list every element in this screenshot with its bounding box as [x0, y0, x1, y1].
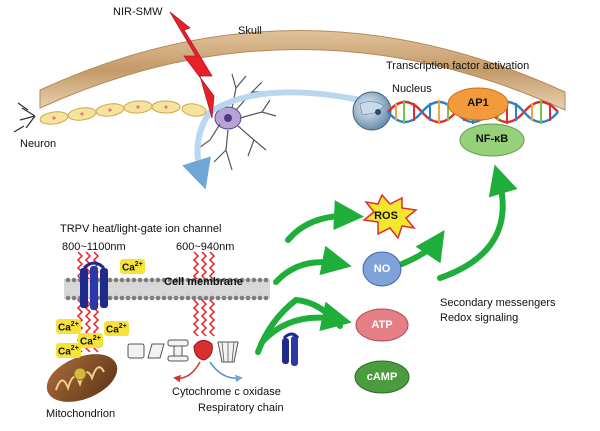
transcription-label: Transcription factor activation: [386, 60, 530, 72]
no-label: NO: [373, 263, 391, 275]
calcium-ion-charge: 2+: [134, 261, 143, 268]
respiratory-chain-icon: [127, 339, 239, 363]
no-oval: [362, 251, 402, 287]
calcium-ion-symbol: Ca: [58, 346, 71, 358]
cytochrome-arrow-red: [173, 361, 201, 383]
calcium-ion-badge: Ca2+: [78, 333, 103, 349]
wavelength-left-label: 800~1100nm: [62, 241, 126, 253]
neuron-label: Neuron: [20, 138, 57, 150]
ion-channel-icon: [80, 261, 108, 310]
ros-star-icon: [362, 193, 418, 240]
arrow-to-ros: [285, 200, 364, 243]
calcium-ion-charge: 2+: [118, 323, 127, 330]
mitochondrion-icon: [46, 354, 118, 402]
ros-label: ROS: [374, 210, 398, 222]
nucleus-icon: [352, 91, 392, 131]
calcium-ion-charge: 2+: [92, 335, 101, 342]
cell-membrane-label: Cell membrane: [164, 276, 243, 288]
calcium-ion-charge: 2+: [70, 345, 79, 352]
camp-oval: [354, 360, 410, 394]
cytochrome-arrow-blue: [209, 361, 243, 383]
skull-arc: [39, 30, 566, 111]
redox-signaling-label: Redox signaling: [440, 312, 519, 324]
atp-label: ATP: [371, 319, 393, 331]
calcium-ion-symbol: Ca: [80, 336, 93, 348]
camp-label: cAMP: [366, 371, 398, 383]
nfkb-label: NF-κB: [475, 133, 509, 145]
arrow-main-lower: [255, 296, 343, 355]
wavelength-right-label: 600~940nm: [176, 241, 235, 253]
calcium-ion-badge: Ca2+: [120, 259, 145, 275]
neuron-icon: [13, 73, 277, 171]
calcium-ion-symbol: Ca: [122, 262, 135, 274]
skull-label: Skull: [238, 25, 262, 37]
atp-synthase-icon: [282, 332, 300, 366]
calcium-ion-symbol: Ca: [106, 324, 119, 336]
nir-smw-label: NIR-SMW: [113, 6, 163, 18]
arrow-from-no: [399, 230, 445, 267]
calcium-ion-badge: Ca2+: [56, 319, 81, 335]
nucleus-label: Nucleus: [392, 83, 432, 95]
neuron-feedback-arrow: [182, 89, 363, 190]
nfkb-oval: [459, 123, 525, 157]
arrow-to-no: [273, 245, 352, 285]
calcium-ion-charge: 2+: [70, 321, 79, 328]
calcium-ion-badge: Ca2+: [56, 343, 81, 359]
atp-oval: [355, 308, 409, 342]
cytochrome-label: Cytochrome c oxidase: [172, 386, 281, 398]
calcium-ion-symbol: Ca: [58, 322, 71, 334]
ap1-oval: [447, 87, 509, 121]
mitochondrion-label: Mitochondrion: [46, 408, 116, 420]
ap1-label: AP1: [467, 97, 489, 109]
secondary-messengers-label: Secondary messengers: [440, 297, 556, 309]
trpv-label: TRPV heat/light-gate ion channel: [60, 223, 222, 235]
arrow-to-transcription: [437, 164, 518, 281]
respiratory-chain-label: Respiratory chain: [198, 402, 284, 414]
lightning-bolt-icon: [169, 11, 215, 119]
calcium-ion-badge: Ca2+: [104, 321, 129, 337]
